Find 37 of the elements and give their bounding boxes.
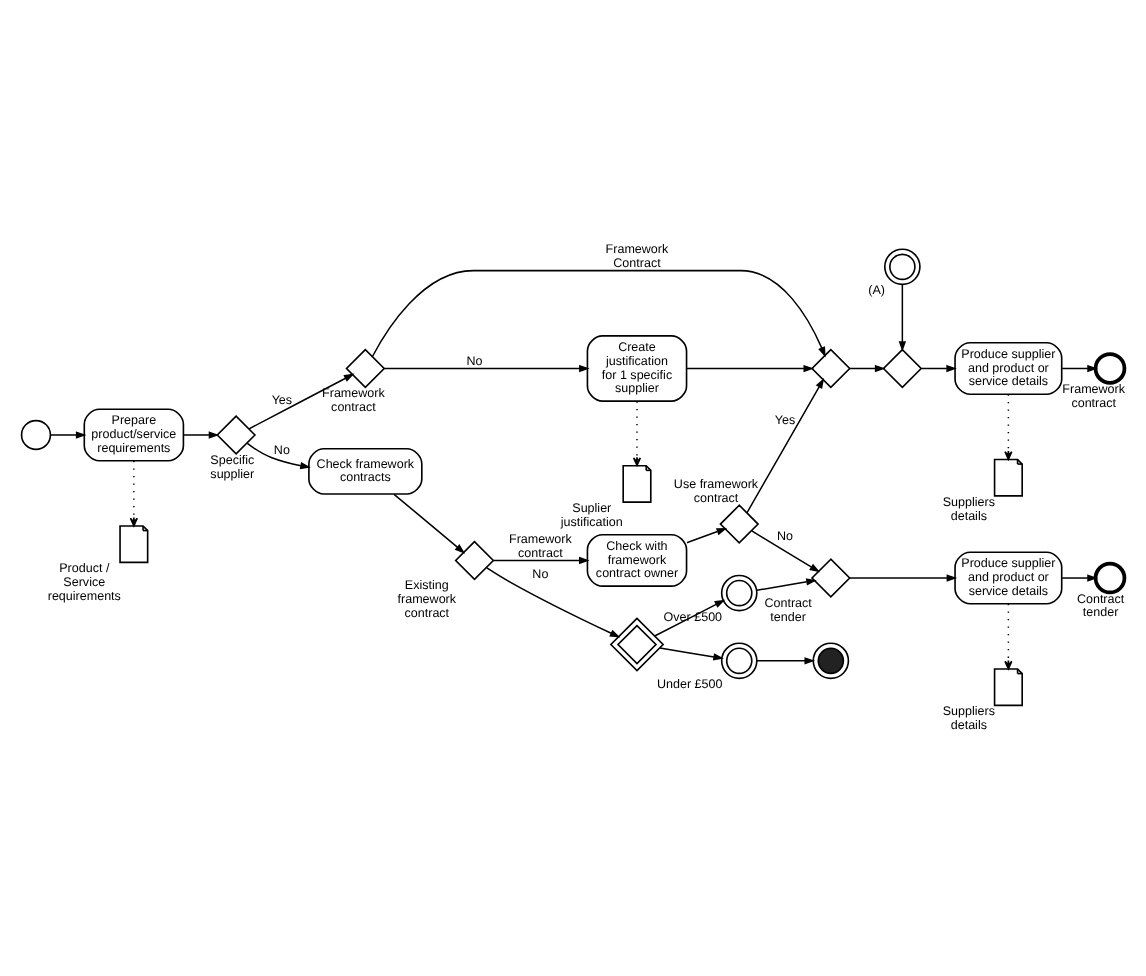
arrow [183,431,220,439]
arrow [492,556,590,565]
arrow [898,283,907,352]
arrow [756,657,816,665]
arrow [756,578,817,592]
node-circle [720,642,758,680]
arrow [849,574,958,582]
node-circle [720,574,758,612]
arrow [129,460,138,527]
node-circle [20,419,52,451]
arrow [393,493,466,554]
arrow [246,442,311,470]
arrow [632,400,642,467]
arrow [383,364,590,373]
arrow [920,364,957,373]
arrow [849,364,886,373]
arrow [1004,393,1013,461]
node-diamond [216,415,257,455]
arrow [371,269,826,358]
arrow [746,378,825,514]
node-circle [883,248,921,286]
arrow [751,530,821,573]
arrow [248,373,355,430]
arrow [49,431,87,439]
node-diamond [882,348,923,389]
arrow [1061,364,1098,373]
arrow [1004,603,1013,670]
node-circle [812,642,850,680]
arrow [686,364,815,373]
arrow [686,528,728,544]
node-diamond [719,504,760,545]
arrow [1061,574,1098,582]
arrow [653,599,726,637]
arrow [659,647,724,661]
node-circle [1093,561,1127,595]
node-circle [1093,352,1127,385]
arrow [486,567,621,638]
